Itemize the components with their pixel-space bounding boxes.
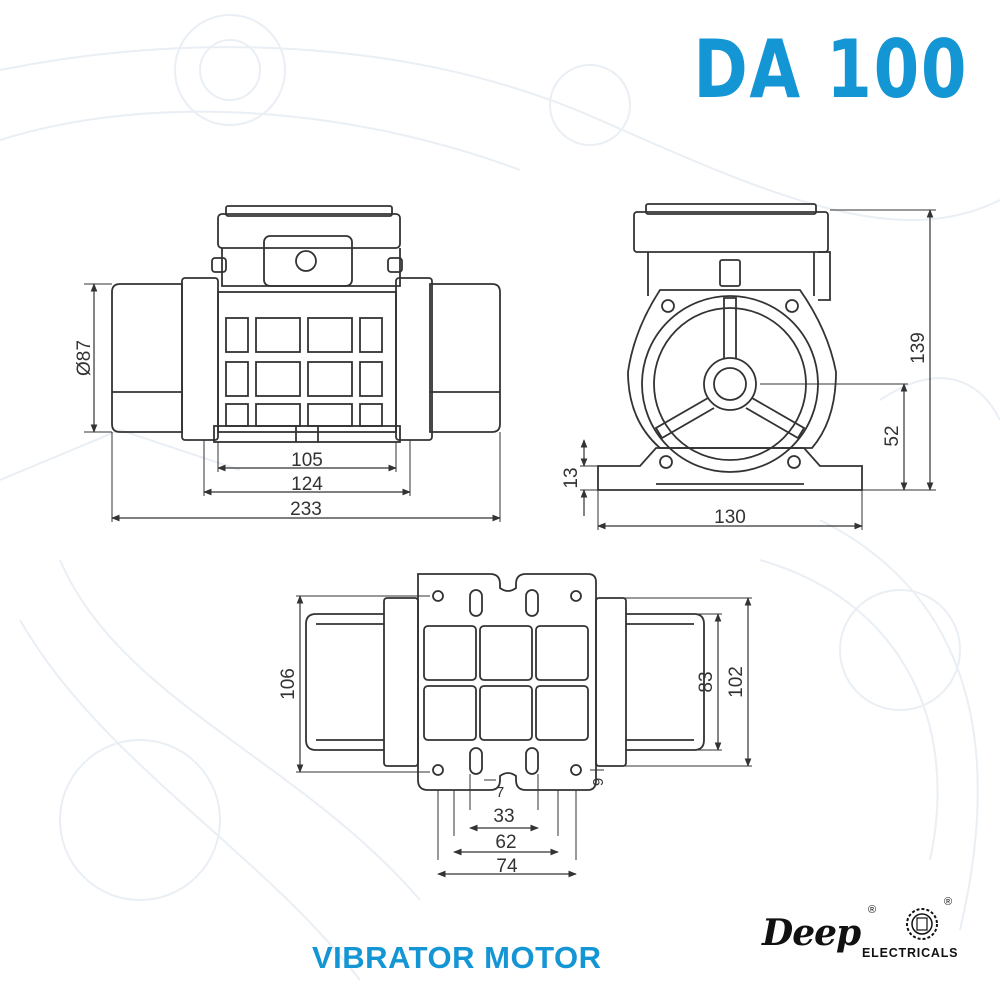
product-name: VIBRATOR MOTOR: [312, 940, 602, 975]
brand-logo: Deep ® ® ELECTRICALS: [760, 896, 990, 968]
dim-106: 106: [278, 668, 299, 700]
dim-7: 7: [496, 784, 504, 801]
front-view: [84, 205, 501, 522]
dim-33: 33: [493, 806, 514, 827]
dim-74: 74: [496, 856, 518, 877]
dim-62: 62: [495, 832, 516, 853]
brand-subtitle: ELECTRICALS: [862, 946, 959, 960]
registered-mark-2: ®: [944, 896, 953, 908]
brand-name: Deep: [762, 912, 861, 954]
model-title: DA 100: [693, 23, 968, 116]
bottom-view: [296, 573, 752, 878]
dim-130: 130: [714, 507, 746, 528]
registered-mark: ®: [868, 904, 877, 916]
dim-diameter-87: Ø87: [74, 340, 95, 376]
side-view: [580, 203, 936, 530]
gear-emblem-icon: [906, 908, 938, 940]
dim-83: 83: [696, 671, 717, 692]
dim-52: 52: [882, 425, 903, 446]
dim-13: 13: [561, 467, 582, 488]
dim-139: 139: [908, 332, 929, 364]
dim-105: 105: [291, 450, 323, 471]
dim-9: 9: [590, 778, 607, 786]
dim-124: 124: [291, 474, 323, 495]
dim-102: 102: [726, 666, 747, 698]
dim-233: 233: [290, 499, 322, 520]
